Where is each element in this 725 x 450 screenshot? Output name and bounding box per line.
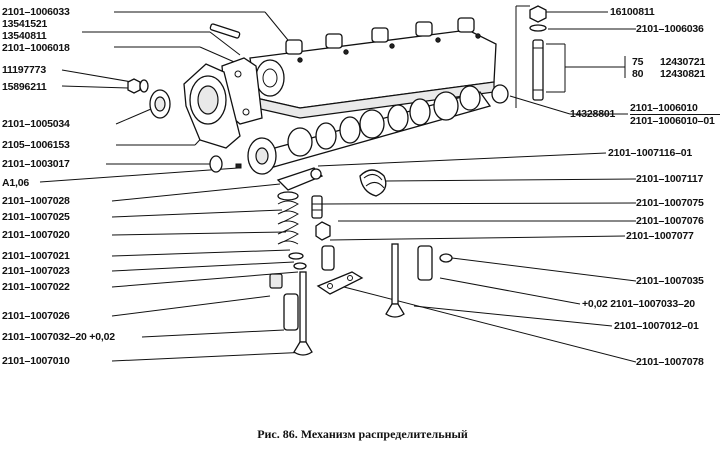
valve-springs: [277, 191, 307, 270]
label-11197773: 11197773: [2, 64, 46, 76]
label-2101-1007022: 2101–1007022: [2, 281, 70, 293]
label-2101-1007077: 2101–1007077: [626, 230, 694, 242]
camshaft: [247, 85, 492, 175]
label-13541521: 13541521: [2, 18, 48, 30]
oil-seal: [149, 89, 171, 119]
label-2101-1007075: 2101–1007075: [636, 197, 704, 209]
bracket-lines: [515, 5, 625, 108]
label-2101-1007033-20: +0,02 2101–1007033–20: [582, 298, 695, 310]
left-valve-guide: [269, 273, 299, 331]
left-valve: [293, 271, 313, 356]
label-2101-1006033: 2101–1006033: [2, 6, 70, 18]
label-2101-1007026: 2101–1007026: [2, 310, 70, 322]
label-12430821: 12430821: [660, 68, 706, 80]
label-2101-1005034: 2101–1005034: [2, 118, 70, 130]
label-2101-1006010: 2101–1006010: [630, 102, 698, 114]
bushing: [321, 245, 335, 271]
rocker-spring: [359, 169, 387, 197]
label-2101-1007076: 2101–1007076: [636, 215, 704, 227]
label-15896211: 15896211: [2, 81, 47, 93]
rocker-arm: [276, 167, 324, 191]
label-2101-1007021: 2101–1007021: [2, 250, 70, 262]
right-valve: [385, 243, 405, 318]
label-a106: A1,06: [2, 177, 30, 189]
lock-plate: [316, 271, 364, 295]
right-valve-guide: [417, 245, 453, 281]
label-2101-1007078: 2101–1007078: [636, 356, 704, 368]
label-14328801: 14328801: [570, 108, 616, 120]
label-2105-1006153: 2105–1006153: [2, 139, 70, 151]
nut-washer: [127, 78, 149, 94]
plug: [491, 84, 509, 104]
studs: [209, 23, 241, 39]
label-2101-1007028: 2101–1007028: [2, 195, 70, 207]
adjusting-bolt: [311, 195, 323, 219]
label-2101-1007010: 2101–1007010: [2, 355, 70, 367]
adjust-nut: [315, 221, 331, 241]
leader-lines: [39, 11, 637, 363]
label-13540811: 13540811: [2, 30, 47, 42]
label-2101-1007032-20: 2101–1007032–20 +0,02: [2, 331, 115, 343]
small-parts: [209, 155, 242, 173]
label-2101-1007117: 2101–1007117: [636, 173, 704, 185]
label-underline: [630, 114, 720, 115]
label-2101-1007020: 2101–1007020: [2, 229, 70, 241]
label-80: 80: [632, 68, 644, 80]
label-16100811: 16100811: [610, 6, 655, 18]
label-2101-1006010-01: 2101–1006010–01: [630, 115, 715, 127]
label-2101-1007023: 2101–1007023: [2, 265, 70, 277]
label-2101-1006036: 2101–1006036: [636, 23, 704, 35]
label-2101-1003017: 2101–1003017: [2, 158, 70, 170]
label-2101-1007025: 2101–1007025: [2, 211, 70, 223]
bolt-stud: [529, 5, 547, 101]
bearing-cover: [183, 63, 241, 149]
label-2101-1007035: 2101–1007035: [636, 275, 704, 287]
label-12430721: 12430721: [660, 56, 706, 68]
label-2101-1006018: 2101–1006018: [2, 42, 70, 54]
label-2101-1007116-01: 2101–1007116–01: [608, 147, 693, 159]
label-2101-1007012-01: 2101–1007012–01: [614, 320, 699, 332]
label-75: 75: [632, 56, 644, 68]
figure-caption: Рис. 86. Механизм распределительный: [257, 427, 468, 441]
